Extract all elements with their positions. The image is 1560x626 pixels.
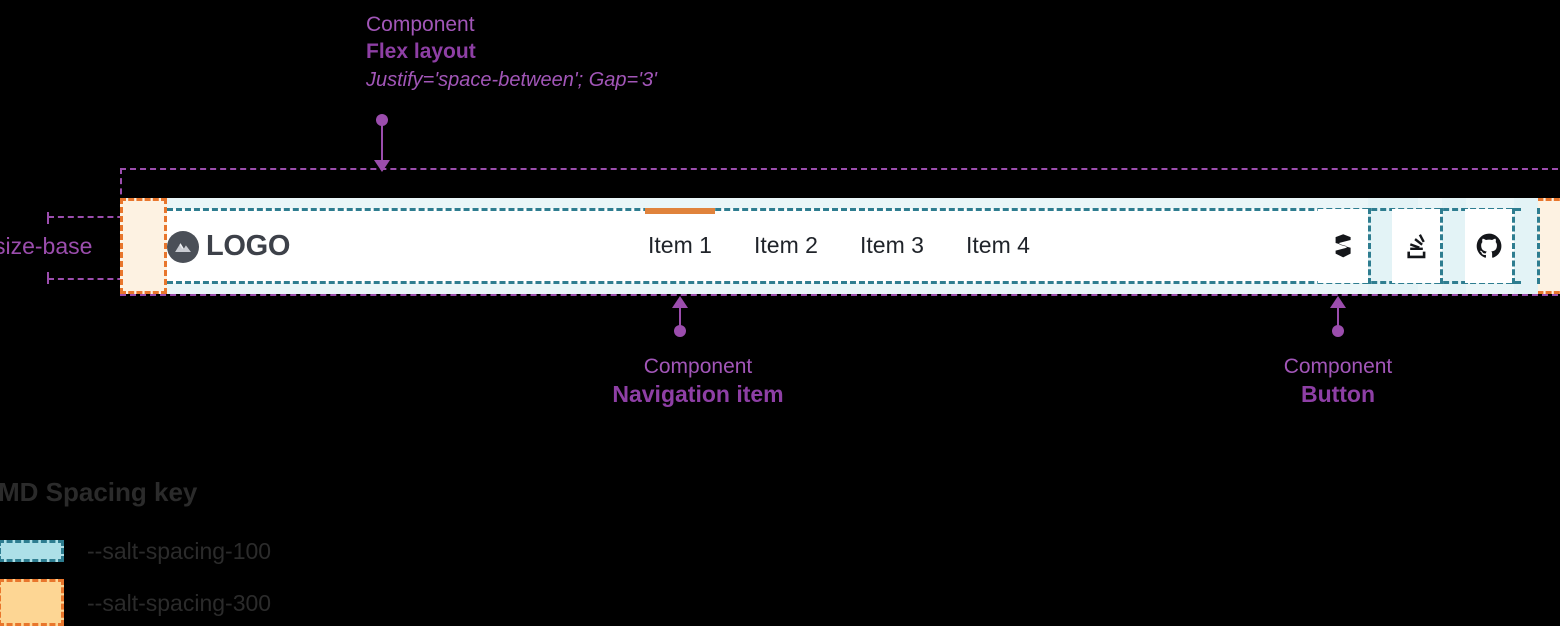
legend-label-spacing-100: --salt-spacing-100 xyxy=(87,538,272,564)
nav-item-active-indicator xyxy=(645,208,715,214)
mountain-logo-icon xyxy=(167,230,199,263)
nav-item-leader-dot xyxy=(674,325,686,337)
legend-label-spacing-300: --salt-spacing-300 xyxy=(87,590,272,616)
navbar-guide-top xyxy=(167,208,1521,211)
nav-item-3[interactable]: Item 3 xyxy=(860,232,924,258)
size-base-bottom-cap xyxy=(47,272,49,284)
navbar-guide-v1 xyxy=(1368,208,1371,284)
size-base-label: size-base xyxy=(0,233,93,259)
logo[interactable]: LOGO xyxy=(167,230,290,263)
flex-layout-subtitle: Justify='space-between'; Gap='3' xyxy=(366,69,657,91)
navbar-bottom-spacing-band xyxy=(120,283,1560,294)
navbar-guide-bottom xyxy=(167,281,1521,284)
nav-item-4[interactable]: Item 4 xyxy=(966,232,1030,258)
navbar-guide-v3 xyxy=(1440,208,1443,284)
legend-title: MD Spacing key xyxy=(0,477,198,507)
nav-item-2[interactable]: Item 2 xyxy=(754,232,818,258)
salt-icon xyxy=(1335,234,1351,258)
navbar-guide-v5 xyxy=(1512,208,1515,284)
navbar-guide-v6 xyxy=(1537,208,1540,284)
nav-item-annotation-kicker: Component xyxy=(643,355,753,378)
legend-swatch-spacing-100 xyxy=(0,540,64,562)
nav-item-annotation: Component Navigation item xyxy=(513,354,883,408)
flex-layout-kicker: Component xyxy=(366,13,475,36)
nav-item-leader-line xyxy=(679,306,681,330)
button-leader-line xyxy=(1337,306,1339,330)
flex-layout-annotation: Component Flex layout Justify='space-bet… xyxy=(366,12,657,94)
gap-box-salt-stackoverflow xyxy=(1442,198,1466,294)
gap-box-stackoverflow-github xyxy=(1514,198,1538,294)
button-leader-dot xyxy=(1332,325,1344,337)
stackoverflow-button[interactable] xyxy=(1392,209,1440,283)
button-annotation: Component Button xyxy=(1153,354,1523,408)
legend-swatch-spacing-300 xyxy=(0,579,64,626)
logo-text: LOGO xyxy=(206,230,291,262)
button-annotation-title: Button xyxy=(1300,381,1376,407)
navbar-top-spacing-band xyxy=(120,198,1560,209)
button-annotation-kicker: Component xyxy=(1283,355,1393,378)
size-base-top-line xyxy=(48,216,153,218)
size-base-top-cap xyxy=(47,212,49,224)
navbar: LOGO Item 1 Item 2 Item 3 Item 4 xyxy=(120,198,1560,294)
navbar-left-padding-block xyxy=(120,198,167,294)
github-button[interactable] xyxy=(1465,209,1512,283)
salt-button[interactable] xyxy=(1318,209,1368,283)
button-leader-arrow xyxy=(1330,296,1346,308)
stackoverflow-icon xyxy=(1407,234,1426,259)
flex-layout-title: Flex layout xyxy=(366,40,476,63)
flex-leader-line xyxy=(381,120,383,164)
nav-item-leader-arrow xyxy=(672,296,688,308)
nav-item-1[interactable]: Item 1 xyxy=(648,232,712,258)
nav-item-annotation-title: Navigation item xyxy=(612,381,784,407)
size-base-bottom-line xyxy=(48,278,153,280)
github-icon xyxy=(1476,233,1501,258)
